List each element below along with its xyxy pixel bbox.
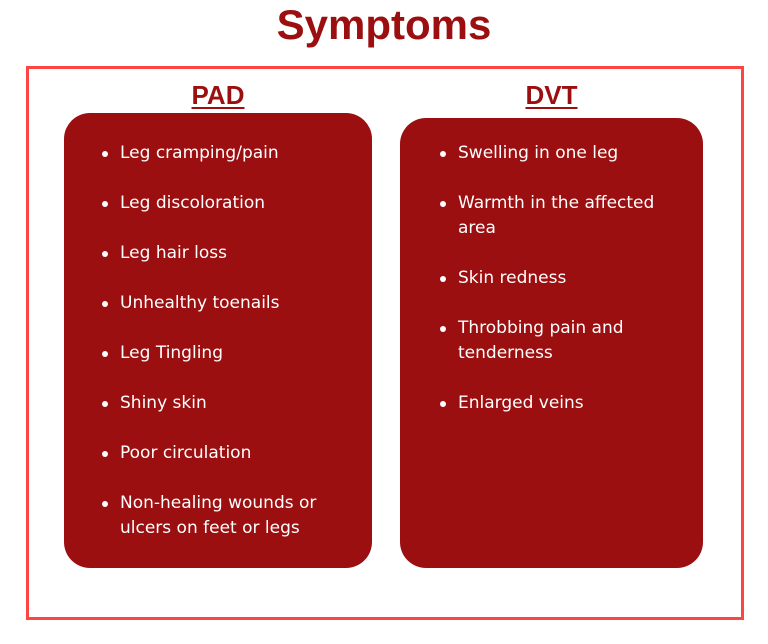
list-item: Leg discoloration	[100, 191, 360, 216]
list-item: Skin redness	[438, 266, 678, 291]
list-item: Leg cramping/pain	[100, 141, 360, 166]
pad-heading: PAD	[191, 80, 245, 110]
list-item: Non-healing wounds or ulcers on feet or …	[100, 491, 340, 541]
dvt-symptom-panel: Swelling in one leg Warmth in the affect…	[400, 118, 703, 568]
dvt-heading: DVT	[525, 80, 578, 110]
pad-symptom-list: Leg cramping/pain Leg discoloration Leg …	[102, 141, 352, 541]
pad-symptom-panel: Leg cramping/pain Leg discoloration Leg …	[64, 113, 372, 568]
list-item: Swelling in one leg	[438, 141, 678, 166]
list-item: Poor circulation	[100, 441, 360, 466]
symptoms-frame	[26, 66, 744, 620]
list-item: Throbbing pain and tenderness	[438, 316, 658, 366]
list-item: Warmth in the affected area	[438, 191, 678, 241]
list-item: Leg hair loss	[100, 241, 360, 266]
page-title: Symptoms	[276, 1, 492, 48]
list-item: Unhealthy toenails	[100, 291, 360, 316]
list-item: Shiny skin	[100, 391, 360, 416]
list-item: Enlarged veins	[438, 391, 678, 416]
dvt-symptom-list: Swelling in one leg Warmth in the affect…	[438, 141, 683, 416]
list-item: Leg Tingling	[100, 341, 360, 366]
